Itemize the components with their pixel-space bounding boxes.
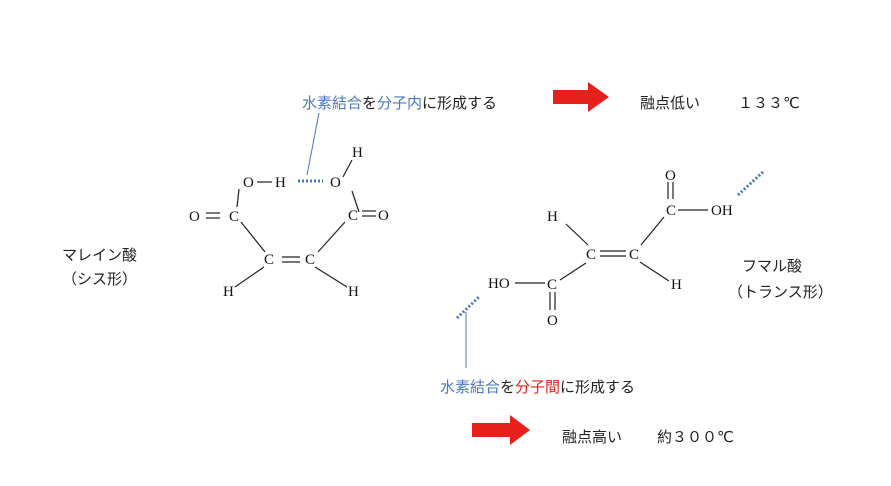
fumaric-note: 水素結合を分子間に形成する: [440, 376, 635, 397]
fumaric-note-wo: を: [500, 378, 516, 396]
fumaric-note-inter: 分子間: [515, 378, 561, 396]
fumaric-hbond-bottom-dotted: [455, 294, 482, 320]
fumaric-atom-h-left-top: H: [547, 209, 558, 225]
maleic-atom-o-hydroxyl: O: [243, 175, 254, 191]
maleic-atom-h-hydroxyl: H: [275, 175, 286, 191]
maleic-note-hbond: 水素結合: [302, 94, 363, 112]
fumaric-note-form: に形成する: [560, 378, 636, 396]
maleic-name: マレイン酸: [62, 246, 138, 264]
maleic-atom-h-bottom-left: H: [223, 284, 234, 300]
maleic-mp-label: 融点低い: [640, 94, 701, 112]
maleic-atom-c-left: C: [229, 209, 239, 225]
fumaric-arrow-icon: [472, 415, 530, 445]
maleic-bonds: [206, 159, 376, 288]
fumaric-atom-c-ene-right: C: [629, 247, 639, 263]
fumaric-atom-c-bottom: C: [547, 277, 557, 293]
maleic-atom-o-carbonyl: O: [189, 209, 200, 225]
fumaric-atom-oh-top: OH: [711, 203, 733, 219]
maleic-atom-h-top: H: [352, 145, 363, 161]
fumaric-atom-c-ene-left: C: [586, 247, 596, 263]
maleic-form: （シス形）: [62, 270, 138, 288]
maleic-atom-c-ene-left: C: [264, 252, 274, 268]
maleic-arrow-icon: [553, 82, 609, 112]
fumaric-atom-ho-bottom: HO: [488, 276, 510, 292]
fumaric-hbond-top-dotted: [736, 170, 765, 197]
maleic-atom-o-double-right: O: [378, 208, 389, 224]
maleic-callout-line: [306, 112, 320, 176]
maleic-mp-value: １３３℃: [738, 94, 800, 112]
maleic-note-wo: を: [362, 94, 378, 112]
fumaric-mp-value: 約３００℃: [657, 428, 734, 446]
fumaric-mp-label: 融点高い: [562, 428, 623, 446]
fumaric-atom-o-top: O: [665, 168, 676, 184]
fumaric-note-hbond: 水素結合: [440, 378, 501, 396]
maleic-atom-c-ene-right: C: [305, 252, 315, 268]
fumaric-form: （トランス形）: [728, 283, 833, 301]
maleic-note: 水素結合を分子内に形成する: [302, 92, 497, 113]
fumaric-atom-h-right-bottom: H: [671, 277, 682, 293]
maleic-atom-o-ring-right: O: [330, 175, 341, 191]
maleic-atom-c-right: C: [348, 208, 358, 224]
fumaric-atom-o-bottom: O: [547, 313, 558, 329]
maleic-note-intra: 分子内: [377, 94, 423, 112]
fumaric-atom-c-top: C: [666, 203, 676, 219]
maleic-note-form: に形成する: [422, 94, 498, 112]
fumaric-bonds: [515, 182, 708, 310]
maleic-atom-h-bottom-right: H: [348, 284, 359, 300]
fumaric-name: フマル酸: [742, 257, 803, 275]
